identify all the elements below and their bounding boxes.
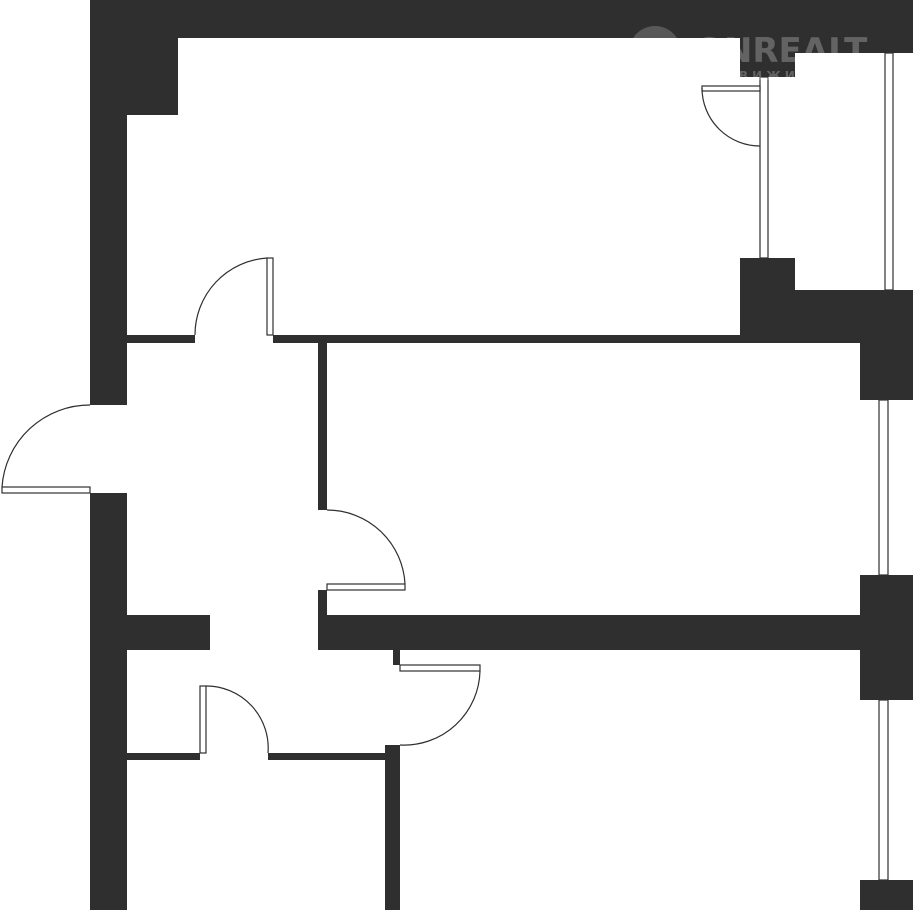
door-room1 bbox=[266, 257, 274, 336]
watermark-title: ONREALT bbox=[695, 31, 868, 71]
door-room2 bbox=[326, 583, 406, 591]
door-bathroom bbox=[199, 685, 207, 754]
door-room3 bbox=[399, 664, 481, 672]
watermark-subtitle: НЕДВИЖИМОСТЬ bbox=[698, 69, 867, 83]
doors bbox=[1, 85, 761, 754]
windows bbox=[759, 52, 894, 881]
logo-icon bbox=[629, 26, 681, 78]
door-balcony bbox=[701, 85, 761, 92]
walls bbox=[90, 0, 913, 910]
door-entrance bbox=[1, 486, 91, 494]
watermark: ONREALT НЕДВИЖИМОСТЬ bbox=[629, 26, 868, 83]
